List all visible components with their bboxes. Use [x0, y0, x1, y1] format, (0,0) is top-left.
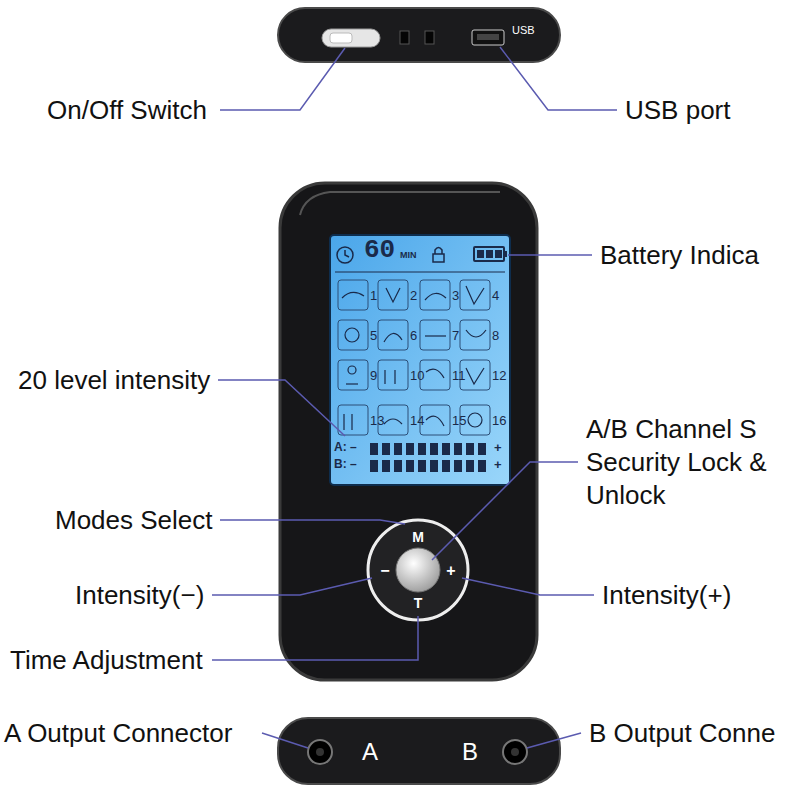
callout-label: A/B Channel S Security Lock & Unlock [586, 413, 776, 512]
bottom-edge [278, 718, 560, 784]
mode-number: 5 [370, 328, 377, 344]
plus-sign: + [494, 457, 502, 473]
connector-letter: B [462, 737, 478, 766]
bottom-edge-panel: AB [278, 718, 560, 784]
mode-number: 4 [492, 288, 499, 304]
mode-number: 16 [492, 413, 506, 429]
mode-number: 11 [452, 368, 466, 384]
plus-sign: + [494, 440, 502, 456]
callout-label: USB port [625, 95, 731, 125]
leader-lines [212, 47, 617, 748]
top-edge [278, 8, 560, 62]
mode-number: 12 [492, 368, 506, 384]
mode-number: 14 [410, 413, 424, 429]
callout-label: Time Adjustment [10, 645, 203, 675]
button-label: T [414, 595, 423, 612]
mode-number: 6 [410, 328, 417, 344]
timer-unit: MIN [400, 250, 417, 261]
mode-number: 2 [410, 288, 417, 304]
callout-label: B Output Conne [589, 718, 775, 748]
lcd-screen: 60MIN12345678910111213141516A: –+B: –+ [330, 235, 510, 485]
callout-label: Modes Select [55, 505, 213, 535]
timer-digits: 60 [364, 235, 395, 266]
mode-number: 15 [452, 413, 466, 429]
connector-letter: A [362, 737, 378, 766]
callout-label: Intensity(−) [75, 580, 204, 610]
mode-number: 9 [370, 368, 377, 384]
button-label: − [380, 561, 389, 580]
mode-number: 1 [370, 288, 377, 304]
mode-number: 8 [492, 328, 499, 344]
port-label: USB [512, 24, 535, 37]
channel-label: B: – [334, 457, 357, 471]
mode-number: 7 [452, 328, 459, 344]
callout-label: 20 level intensity [18, 365, 210, 395]
mode-number: 13 [370, 413, 384, 429]
mode-number: 10 [410, 368, 424, 384]
device-body [280, 183, 537, 680]
button-label: M [412, 529, 424, 546]
top-edge-panel: USB [278, 8, 560, 62]
channel-label: A: – [334, 440, 357, 454]
callout-label: A Output Connector [4, 718, 232, 748]
callout-label: On/Off Switch [47, 95, 207, 125]
mode-number: 3 [452, 288, 459, 304]
control-ring: M − + T [368, 520, 468, 620]
callout-label: Battery Indica [600, 240, 759, 270]
callout-label: Intensity(+) [602, 580, 731, 610]
button-label: + [446, 561, 455, 580]
